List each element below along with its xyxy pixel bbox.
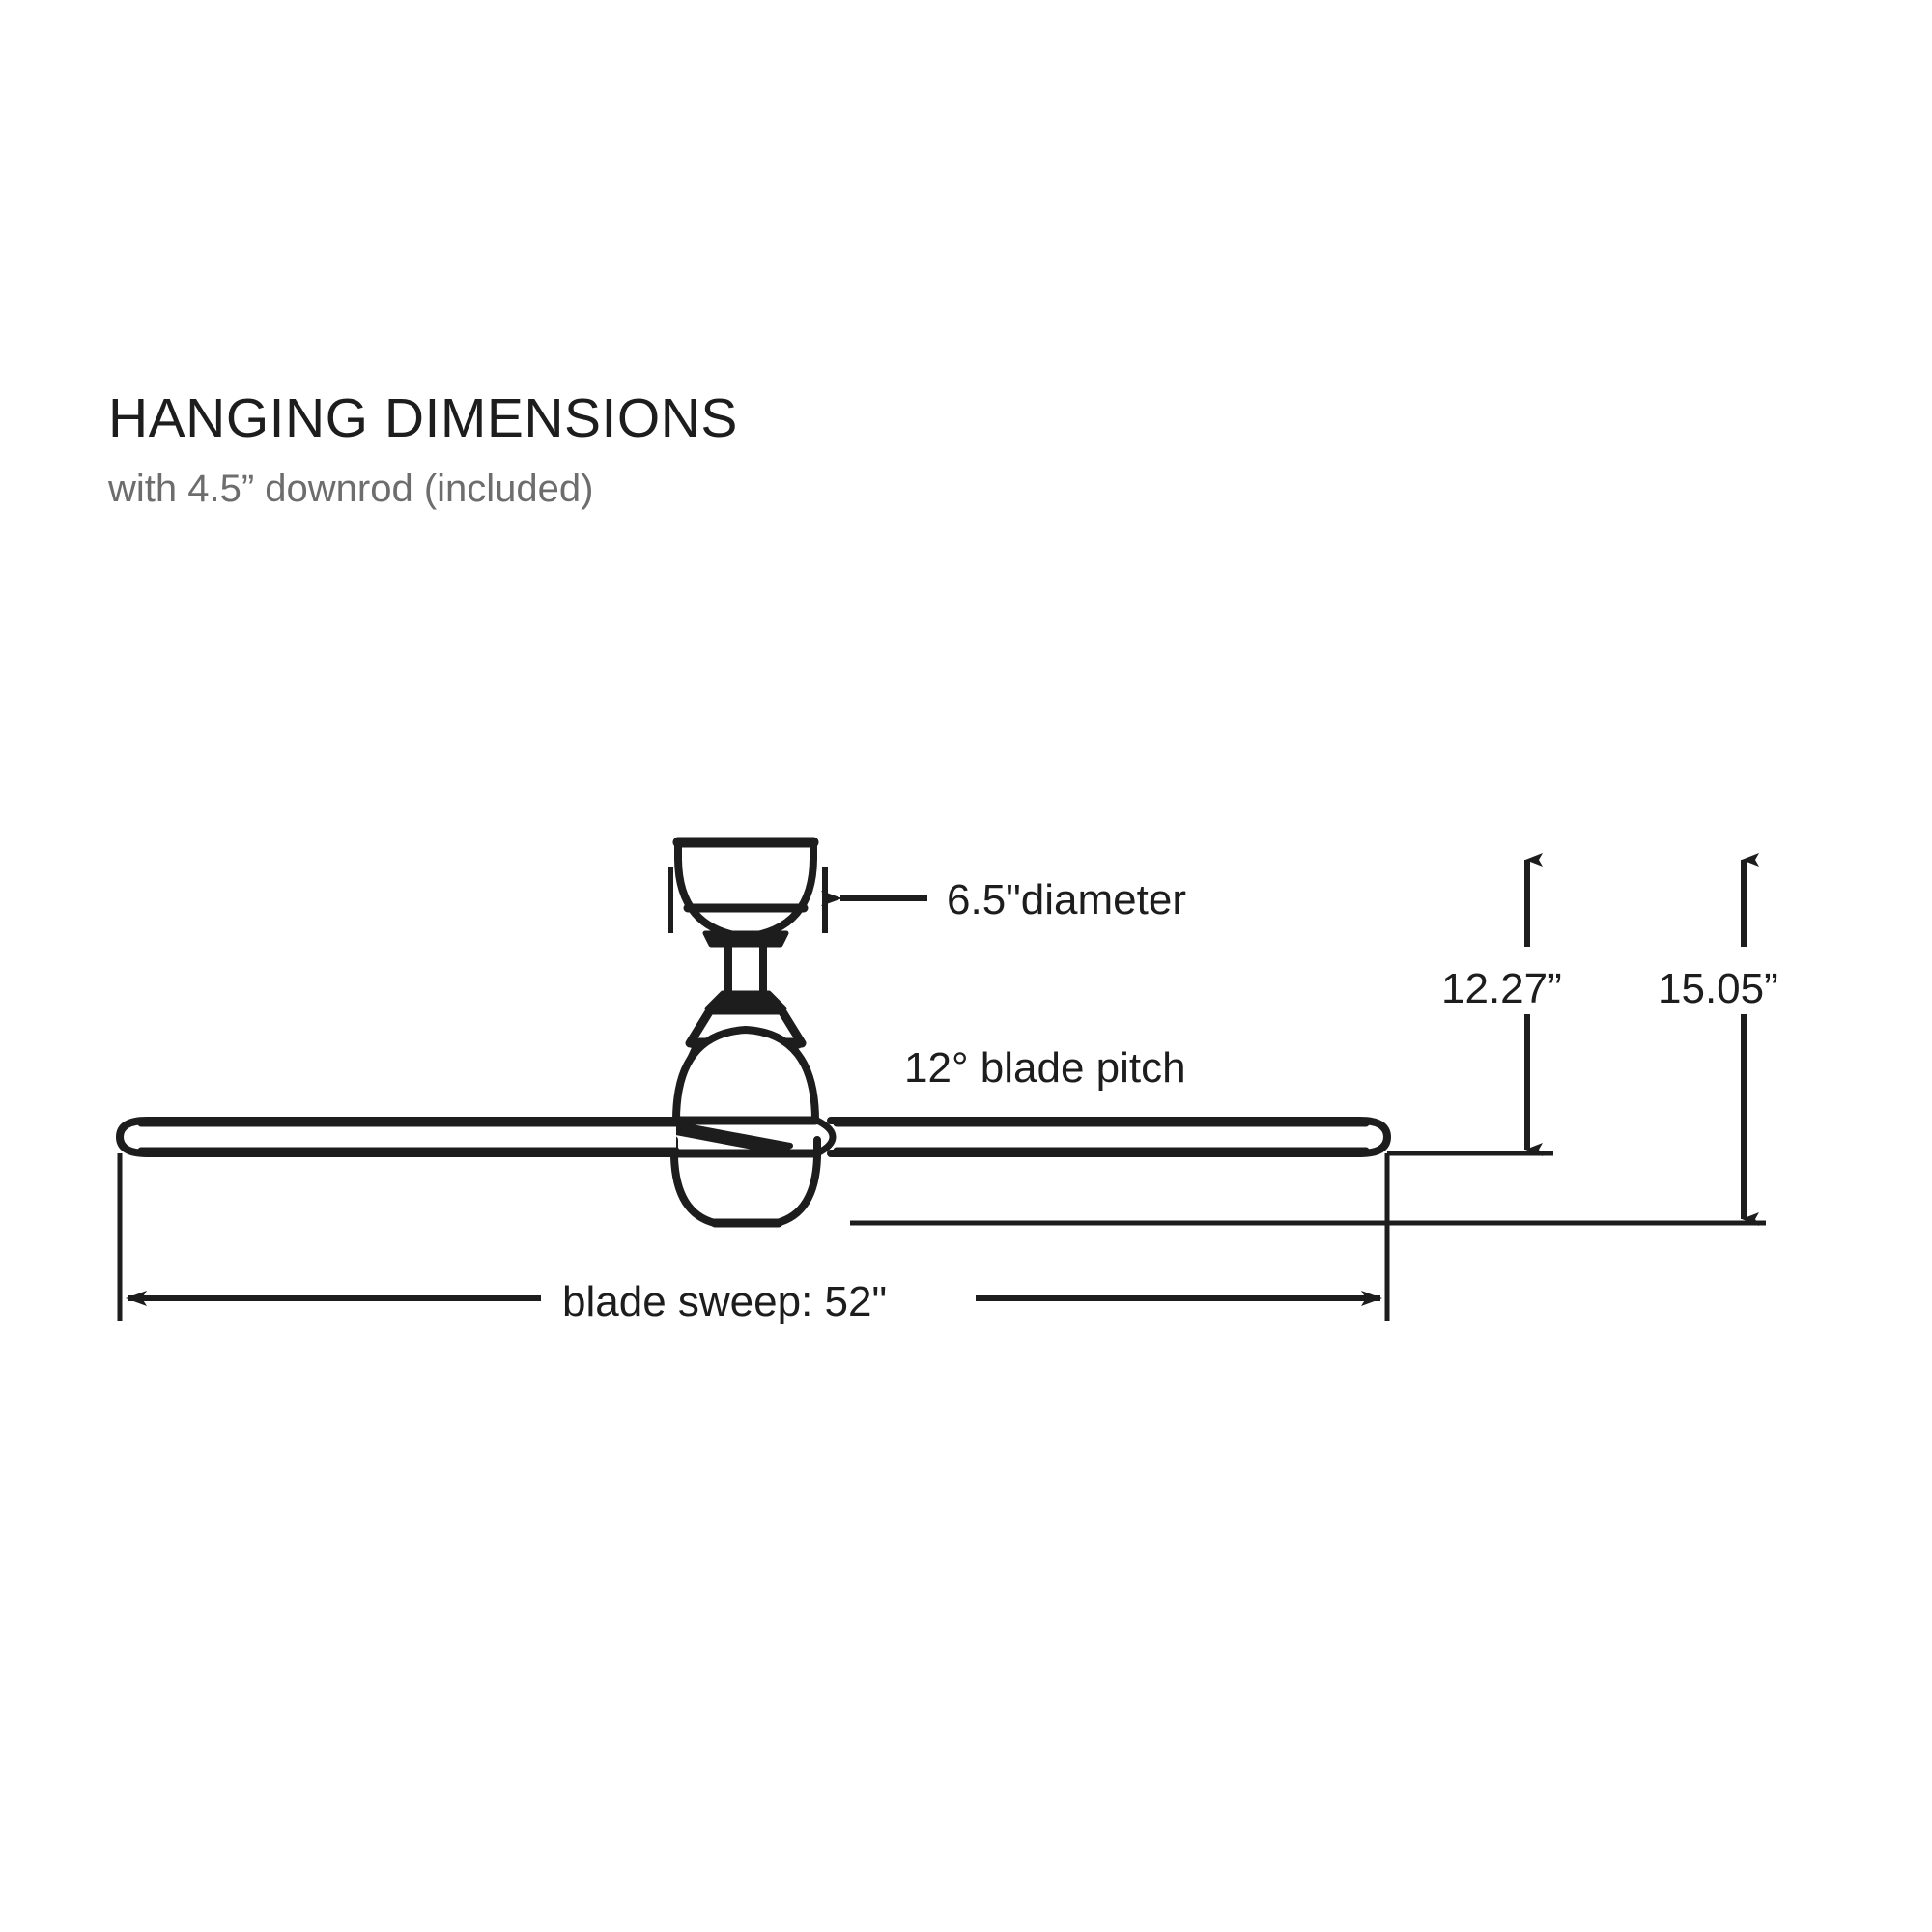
height-to-blade-label: 12.27”: [1441, 965, 1562, 1012]
dimension-canopy-diameter: [668, 867, 927, 933]
fan-blade-left: [116, 1117, 680, 1157]
motor-housing: [669, 1026, 822, 1228]
page-title: HANGING DIMENSIONS: [108, 387, 738, 449]
fan-body: [116, 837, 1391, 1228]
page-subtitle: with 4.5” downrod (included): [108, 468, 594, 510]
heading-block: HANGING DIMENSIONS with 4.5” downrod (in…: [108, 387, 738, 510]
height-overall-label-bg: [1654, 947, 1837, 1014]
blade-pitch-label: 12° blade pitch: [904, 1044, 1186, 1092]
blade-sweep-label: blade sweep: 52": [562, 1278, 887, 1325]
downrod: [724, 939, 767, 997]
height-to-blade-label-bg: [1437, 947, 1621, 1014]
fan-blade-right: [813, 1117, 1391, 1157]
canopy-diameter-label: 6.5"diameter: [947, 876, 1186, 923]
canopy: [672, 837, 819, 948]
height-overall-label: 15.05”: [1658, 965, 1778, 1012]
